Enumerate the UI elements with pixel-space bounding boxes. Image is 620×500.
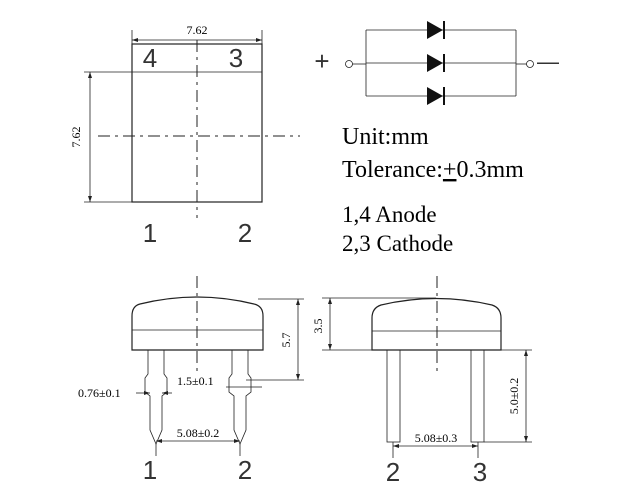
diode-symbol-2 — [366, 54, 516, 72]
front-view-pin-2: 2 — [238, 455, 252, 485]
top-view-pin-1: 1 — [143, 218, 157, 248]
side-view-pin-2: 2 — [386, 457, 400, 487]
front-view-lead-1 — [144, 350, 168, 446]
schematic-plus-sign: + — [314, 46, 329, 76]
side-view-lead-3 — [470, 349, 485, 443]
diode-symbol-3 — [366, 87, 516, 105]
front-view-lead-width-label: 0.76±0.1 — [78, 386, 121, 400]
side-view-pin-3: 3 — [473, 457, 487, 487]
unit-note: Unit:mm — [342, 124, 429, 150]
top-view-pin-2: 2 — [238, 218, 252, 248]
front-view-body — [131, 296, 264, 351]
front-view-lead-2 — [228, 350, 252, 446]
schematic-minus-sign: — — [537, 49, 559, 74]
front-view-height-label: 5.7 — [279, 333, 293, 348]
schematic: + — — [314, 21, 559, 105]
side-view-lead-length-label: 5.0±0.2 — [507, 378, 521, 415]
side-view-body — [371, 297, 502, 351]
cathode-terminal — [526, 60, 534, 68]
tolerance-prefix: Tolerance: — [342, 157, 443, 183]
diode-symbol-1 — [366, 21, 516, 39]
tolerance-plus-minus: + — [443, 157, 457, 183]
top-view-width-label: 7.62 — [187, 23, 208, 37]
top-view: 7.62 7.62 4 3 1 2 — [69, 23, 300, 248]
side-view: 3.5 5.0±0.2 5.08±0.3 2 3 — [311, 276, 532, 487]
anode-terminal — [345, 60, 353, 68]
front-view-lead-spacing-label: 1.5±0.1 — [177, 374, 214, 388]
tolerance-value: 0.3mm — [456, 157, 524, 183]
cathode-note: 2,3 Cathode — [342, 231, 453, 256]
anode-note: 1,4 Anode — [342, 202, 437, 227]
tolerance-note: Tolerance:+0.3mm — [342, 157, 524, 183]
side-view-pitch-label: 5.08±0.3 — [415, 431, 458, 445]
front-view-pin-1: 1 — [143, 455, 157, 485]
notes: Unit:mm Tolerance:+0.3mm 1,4 Anode 2,3 C… — [342, 124, 524, 256]
side-view-lead-2 — [386, 349, 401, 443]
front-view: 5.7 0.76±0.1 1.5±0.1 5.08±0.2 1 2 — [78, 276, 304, 485]
front-view-pitch-label: 5.08±0.2 — [177, 426, 220, 440]
top-view-height-label: 7.62 — [69, 127, 83, 148]
side-view-body-height-label: 3.5 — [311, 319, 325, 334]
top-view-pin-4: 4 — [143, 43, 157, 73]
top-view-pin-3: 3 — [229, 43, 243, 73]
